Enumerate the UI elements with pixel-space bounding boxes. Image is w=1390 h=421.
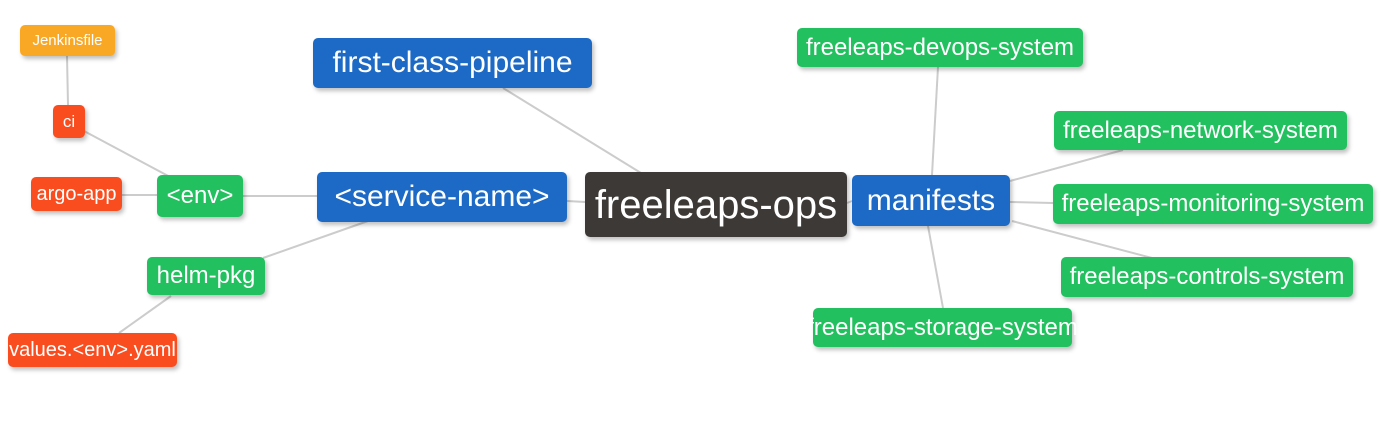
mindmap-node-freeleaps-storage-system[interactable]: freeleaps-storage-system: [807, 308, 1078, 347]
mindmap-node-jenkinsfile[interactable]: Jenkinsfile: [20, 25, 115, 56]
edge-helm-pkg--service-name: [262, 220, 369, 259]
mindmap-node-argo-app[interactable]: argo-app: [31, 177, 122, 211]
mindmap-node-helm-pkg[interactable]: helm-pkg: [147, 257, 265, 295]
mindmap-node-service-name[interactable]: <service-name>: [317, 172, 567, 222]
edge-manifests--freeleaps-monitoring-system: [1009, 201, 1054, 204]
edge-ci--env: [83, 130, 173, 179]
mindmap-node-first-class-pipeline[interactable]: first-class-pipeline: [313, 38, 592, 88]
edge-jenkinsfile--ci: [66, 55, 69, 106]
edge-service-name--freeleaps-ops: [566, 200, 586, 203]
mindmap-node-freeleaps-network-system[interactable]: freeleaps-network-system: [1054, 111, 1347, 150]
edge-manifests--freeleaps-devops-system: [931, 66, 939, 176]
edge-freeleaps-ops--manifests: [846, 200, 853, 204]
mindmap-node-freeleaps-devops-system[interactable]: freeleaps-devops-system: [797, 28, 1083, 67]
mindmap-node-manifests[interactable]: manifests: [852, 175, 1010, 226]
mindmap-node-freeleaps-monitoring-system[interactable]: freeleaps-monitoring-system: [1053, 184, 1373, 224]
mindmap-node-values-env-yaml[interactable]: values.<env>.yaml: [8, 333, 177, 367]
mindmap-node-freeleaps-ops[interactable]: freeleaps-ops: [585, 172, 847, 237]
mindmap-node-env[interactable]: <env>: [157, 175, 243, 217]
edge-manifests--freeleaps-network-system: [1009, 149, 1124, 182]
mindmap-node-freeleaps-controls-system[interactable]: freeleaps-controls-system: [1061, 257, 1353, 297]
edge-values-env-yaml--helm-pkg: [118, 295, 172, 334]
edge-manifests--freeleaps-controls-system: [1011, 220, 1153, 259]
mindmap-node-ci[interactable]: ci: [53, 105, 85, 138]
edge-first-class-pipeline--freeleaps-ops: [502, 87, 642, 174]
edge-manifests--freeleaps-storage-system: [927, 225, 944, 309]
